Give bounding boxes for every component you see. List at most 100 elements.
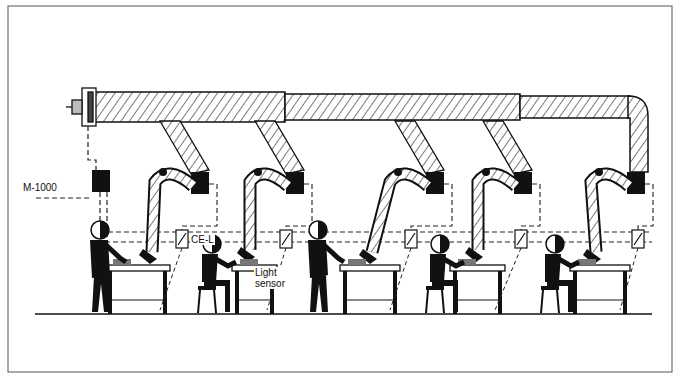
- workpiece: [348, 259, 366, 265]
- work-table: [340, 248, 411, 314]
- arm-joint: [482, 168, 490, 176]
- stool-leg: [426, 290, 428, 313]
- table-leg: [623, 271, 627, 314]
- table-leg: [393, 271, 397, 314]
- part-label: CE-L: [190, 234, 215, 245]
- fan-unit: [66, 88, 96, 126]
- wire: [88, 126, 96, 170]
- workpiece: [240, 259, 258, 265]
- welder-leg: [432, 280, 458, 312]
- duct-branch: [395, 121, 444, 174]
- wire: [160, 248, 182, 310]
- ce-l-box: [176, 230, 188, 248]
- table-rail: [237, 300, 272, 301]
- welding-mask: [318, 221, 327, 239]
- arm-tube-outline: [372, 174, 428, 252]
- ce-l-slash: [407, 233, 415, 245]
- arm-joint: [254, 168, 262, 176]
- welder-leg: [547, 280, 573, 312]
- ce-l-slash: [517, 233, 525, 245]
- welding-mask: [440, 235, 449, 253]
- extraction-arm: [139, 121, 217, 264]
- wire: [390, 248, 411, 310]
- welder-figure: [541, 235, 579, 313]
- stool-leg: [198, 290, 200, 313]
- welder-figure: [426, 235, 464, 313]
- work-table: [450, 248, 521, 314]
- wire: [36, 197, 92, 198]
- ce-l-slash: [178, 233, 186, 245]
- welder-arm: [324, 245, 344, 262]
- wire: [286, 184, 312, 230]
- welder-figure: [198, 235, 236, 313]
- work-table: [570, 248, 638, 314]
- arm-tube: [478, 174, 516, 250]
- stool-leg: [214, 290, 216, 313]
- stool-leg: [541, 290, 543, 313]
- arm-joint: [595, 168, 603, 176]
- table-top: [340, 265, 400, 271]
- frame: [8, 6, 672, 372]
- duct-section: [95, 92, 285, 122]
- fan-blade: [88, 92, 93, 122]
- arm-tube-outline: [152, 174, 193, 252]
- welder-figure: [90, 221, 126, 312]
- stool-leg: [557, 290, 559, 313]
- duct-branch: [483, 121, 532, 174]
- extraction-hood: [139, 249, 157, 264]
- wire: [495, 248, 521, 310]
- workstations: [90, 121, 653, 314]
- welder-stool: [426, 286, 444, 290]
- table-leg: [163, 271, 167, 314]
- welder-leg: [204, 280, 230, 312]
- welder-leg: [92, 275, 110, 312]
- duct-section: [285, 94, 520, 120]
- arm-tube-outline: [591, 174, 629, 252]
- table-leg: [343, 271, 347, 314]
- ce-l-box: [632, 230, 644, 248]
- duct-elbow: [628, 96, 648, 172]
- welding-mask: [555, 235, 564, 253]
- ce-l-box: [405, 230, 417, 248]
- arm-tube-outline: [478, 174, 516, 250]
- extraction-arm: [359, 121, 452, 264]
- welder-arm: [557, 258, 579, 266]
- wire: [638, 184, 653, 230]
- welder-leg: [310, 275, 328, 312]
- welder-arm: [106, 245, 126, 262]
- stool-leg: [442, 290, 444, 313]
- welding-mask: [100, 221, 109, 239]
- control-wiring: [36, 126, 652, 242]
- welder-stool: [541, 286, 559, 290]
- welder-figure: [308, 221, 344, 312]
- extraction-arm: [237, 121, 312, 262]
- welder-arm: [214, 258, 236, 266]
- ce-l-slash: [634, 233, 642, 245]
- arm-joint: [159, 168, 167, 176]
- extraction-arm: [583, 168, 653, 264]
- welder-head: [546, 235, 564, 253]
- duct-branch: [255, 121, 304, 174]
- table-leg: [235, 271, 239, 314]
- duct-branch: [160, 121, 209, 174]
- table-rail: [455, 300, 500, 301]
- arm-tube: [152, 174, 193, 252]
- wire: [521, 184, 540, 230]
- table-top: [570, 265, 630, 271]
- sensor-label: Light sensor: [254, 267, 290, 289]
- part-label: M-1000: [22, 182, 58, 193]
- welder-stool: [198, 286, 216, 290]
- fan-shaft: [66, 106, 72, 107]
- table-rail: [575, 300, 625, 301]
- table-rail: [110, 300, 165, 301]
- control-unit: [92, 170, 110, 192]
- arm-joint: [394, 168, 402, 176]
- ce-l-slash: [282, 233, 290, 245]
- workpiece: [578, 259, 596, 265]
- table-rail: [345, 300, 395, 301]
- fan-housing: [82, 88, 96, 126]
- arm-tube: [372, 174, 428, 252]
- duct-section: [520, 96, 630, 118]
